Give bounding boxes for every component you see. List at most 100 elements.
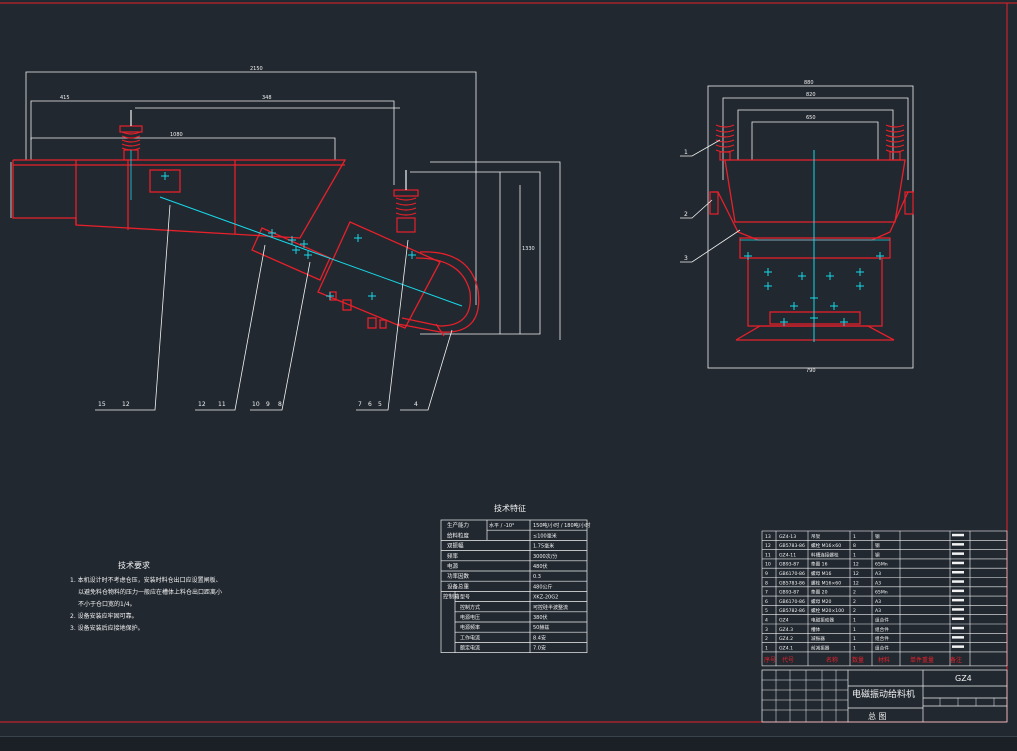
dim-trough-length: 1080 — [170, 132, 183, 138]
spec-row-sub: 额定电流 — [460, 645, 480, 652]
bom-cell: GB93-87 — [779, 590, 799, 596]
spec-row-sub: 型号 — [460, 594, 470, 601]
bom-cell: 12 — [853, 580, 859, 586]
spec-row-value: 380伏 — [533, 614, 548, 621]
bom-cell: 9 — [765, 571, 768, 577]
spec-row-value: 1.75毫米 — [533, 543, 554, 550]
bom-cell: 2 — [765, 636, 768, 642]
spec-row-value: 3000次/分 — [533, 553, 557, 560]
bom-cell: A3 — [875, 608, 881, 614]
leader-label-5: 5 — [378, 401, 382, 408]
bom-header-cell: 数量 — [852, 656, 864, 664]
spec-row-value: 8.4安 — [533, 634, 546, 641]
leader-label-12a: 12 — [122, 401, 130, 408]
bom-cell: GB5783-86 — [779, 580, 805, 586]
bom-cell: 6 — [765, 599, 768, 605]
bom-cell: 钢 — [875, 533, 880, 540]
bom-header-cell: 备注 — [950, 656, 962, 664]
leader-label-7: 7 — [358, 401, 362, 408]
bom-cell: 1 — [853, 552, 856, 558]
bom-cell: 2 — [853, 590, 856, 596]
bom-cell: 钢 — [875, 551, 880, 558]
front-leaders — [680, 139, 741, 263]
bom-cell: 2 — [853, 599, 856, 605]
spec-row-name: 功率因数 — [447, 572, 470, 580]
spec-row-sub: 电源电压 — [460, 614, 480, 621]
leader-label-12b: 12 — [198, 401, 206, 408]
front-leader-3: 3 — [684, 255, 688, 262]
bom-cell: 8 — [765, 580, 768, 586]
bom-cell: 料槽连接螺栓 — [811, 551, 839, 558]
drawing-number: GZ4 — [955, 674, 972, 683]
spec-row-name: 设备总重 — [447, 582, 470, 590]
bom-cell: GZ4-11 — [779, 552, 796, 558]
technical-requirements: 技术要求 1. 本机设计时不考虑仓压，安装时料仓出口应设置闸板、 以避免料仓物料… — [70, 560, 222, 632]
leader-label-9: 9 — [266, 401, 270, 408]
front-view: 880 820 650 790 — [680, 80, 914, 374]
bom-cell: 7 — [765, 590, 768, 596]
bom-cell: 螺母 M16 — [811, 570, 832, 577]
spec-row-value: XKZ-20G2 — [533, 595, 558, 601]
bom-cell: GZ4.3 — [779, 627, 793, 633]
notes-title: 技术要求 — [118, 560, 150, 570]
spec-row-value: 480公斤 — [533, 583, 553, 590]
spec-row-value: 可控硅半波整流 — [533, 604, 568, 611]
dim-hanger-distance: 348 — [262, 95, 272, 101]
bom-cell: GB93-87 — [779, 562, 799, 568]
status-bar — [0, 736, 1017, 751]
bom-header-cell: 单件重量 — [910, 656, 934, 664]
bom-cell: GZ4 — [779, 618, 789, 624]
feeder-trough — [12, 159, 347, 239]
bom-cell: 前减振器 — [811, 644, 830, 651]
leader-label-15: 15 — [98, 401, 106, 408]
spec-row-value: 480伏 — [533, 563, 548, 570]
bom-cell: 减振器 — [811, 635, 825, 642]
note-line-4: 2. 设备安装应牢固可靠。 — [70, 612, 138, 620]
spec-row-value: 50赫兹 — [533, 624, 549, 631]
bom-cell: 13 — [765, 534, 771, 540]
bom-cell: 垫圈 20 — [811, 589, 828, 596]
front-hanger — [393, 170, 419, 233]
bom-cell: 10 — [765, 562, 771, 568]
electromagnetic-vibrator — [251, 221, 480, 337]
bom-cell: 65Mn — [875, 590, 888, 596]
bom-cell: 4 — [765, 618, 768, 624]
bom-cell: 11 — [765, 552, 771, 558]
bom-cell: GB6170-86 — [779, 599, 805, 605]
dim-left-offset: 415 — [60, 95, 70, 101]
spec-row-name: 生产能力 — [447, 521, 469, 529]
bom-cell: 组合件 — [875, 644, 889, 651]
front-dim-880: 880 — [804, 80, 814, 86]
front-trough — [712, 159, 914, 341]
bom-cell: A3 — [875, 599, 881, 605]
front-dim-820: 820 — [806, 92, 816, 98]
bom-cell: GB5783-86 — [779, 543, 805, 549]
bom-cell: 1 — [853, 534, 856, 540]
dim-overall-length: 2150 — [250, 66, 263, 72]
spec-row-sub: 工作电流 — [460, 634, 480, 641]
bom-cell: 1 — [853, 618, 856, 624]
leader-label-4: 4 — [414, 401, 418, 408]
bom-cell: 8 — [853, 543, 856, 549]
bom-cell: 5 — [765, 608, 768, 614]
leader-label-6: 6 — [368, 401, 372, 408]
side-leaders — [95, 204, 453, 411]
spec-row-name: 电源 — [447, 562, 459, 570]
spec-row-name: 频率 — [447, 552, 459, 560]
spec-row-value: 0.3 — [533, 574, 541, 580]
bom-cell: 螺栓 M16×60 — [811, 542, 841, 549]
note-line-1: 1. 本机设计时不考虑仓压，安装时料仓出口应设置闸板、 — [70, 576, 222, 584]
side-view: 2150 415 1080 348 1330 — [10, 66, 561, 411]
front-hangers — [709, 124, 914, 215]
bom-cell: 1 — [853, 645, 856, 651]
spec-row-name: 控制箱 — [443, 593, 460, 601]
bom-cell: GZ4-13 — [779, 534, 796, 540]
bom-cell: 1 — [853, 636, 856, 642]
bom-cell: GB5782-86 — [779, 608, 805, 614]
bom-cell: GZ4.2 — [779, 636, 793, 642]
spec-row-value: 7.0安 — [533, 645, 546, 652]
bom-cell: 12 — [853, 562, 859, 568]
bom-header-cell: 序号 — [764, 656, 776, 664]
spec-row-value: 150吨/小时 / 180吨/小时 — [533, 522, 590, 529]
